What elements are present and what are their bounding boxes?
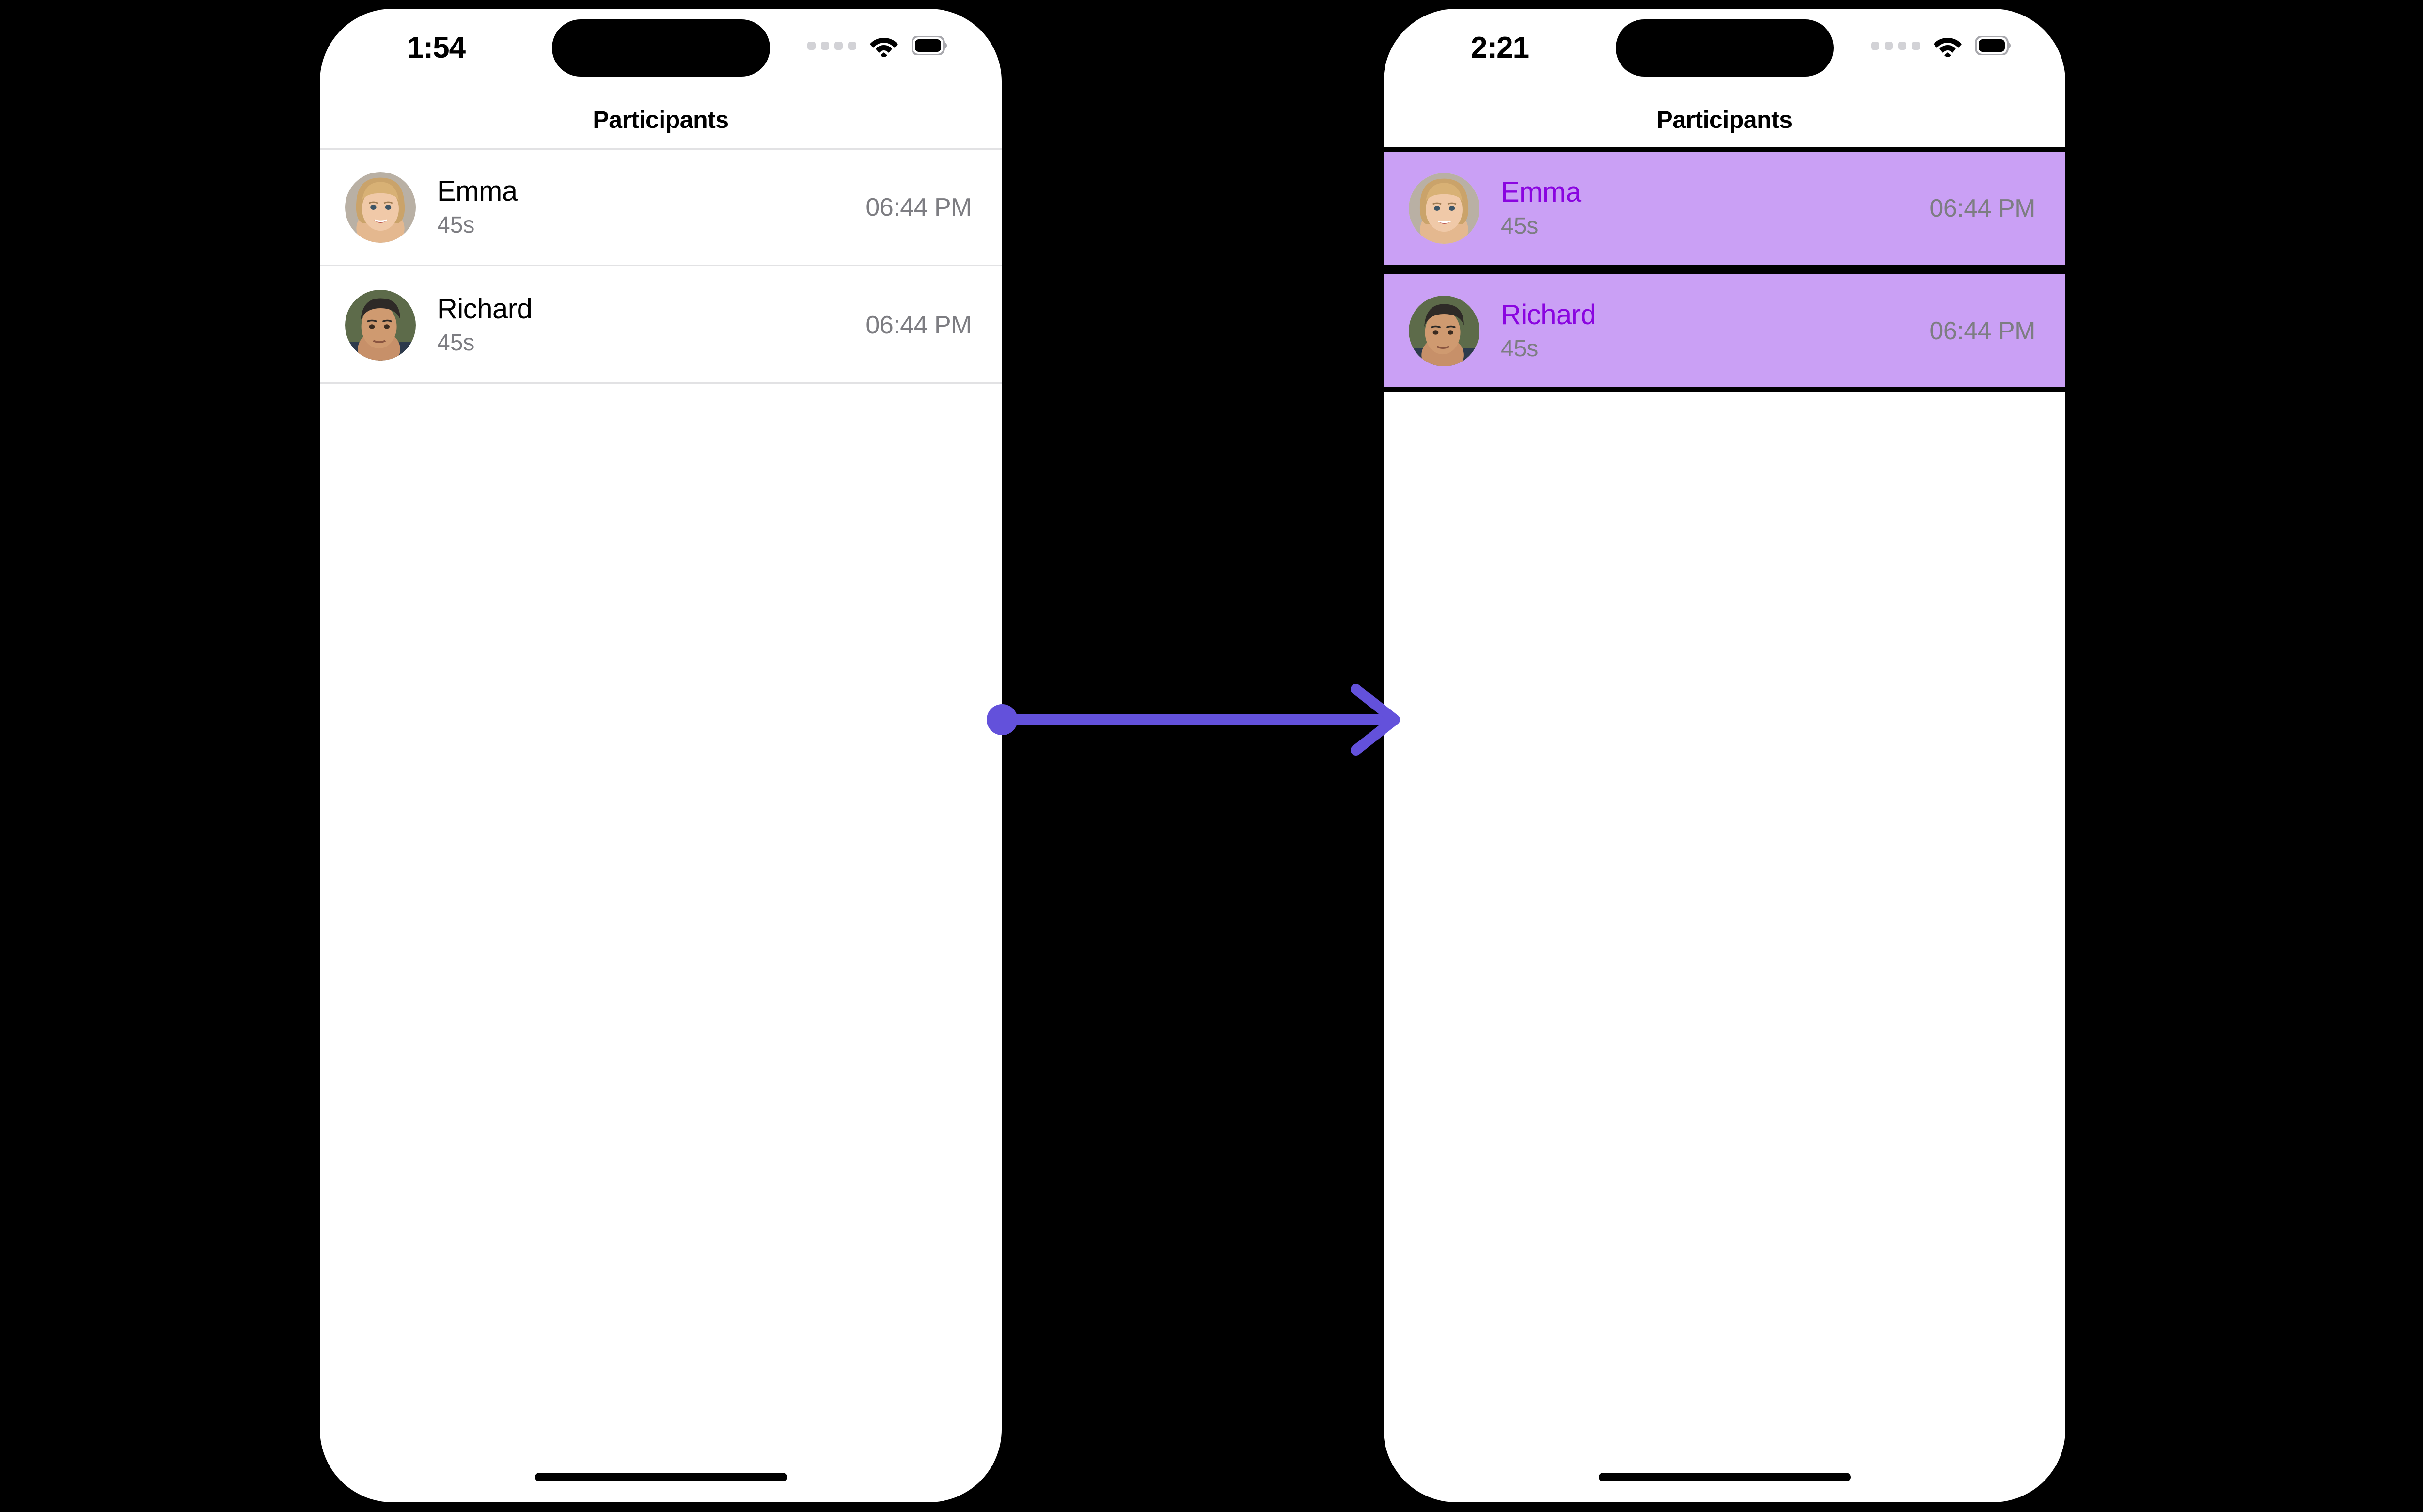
dynamic-island (1615, 19, 1834, 77)
participant-duration: 45s (437, 212, 475, 238)
dynamic-island (551, 19, 770, 77)
phone-before: 1:54 (320, 9, 1002, 1502)
status-bar-time: 2:21 (1471, 31, 1529, 64)
participant-name: Emma (437, 175, 518, 207)
wifi-icon (1933, 34, 1963, 57)
page-title: Participants (593, 106, 729, 133)
participant-info: Emma 45s (437, 175, 865, 238)
phone-after: 2:21 (1384, 9, 2065, 1502)
status-bar-after: 2:21 (1384, 9, 2065, 91)
participant-duration: 45s (1501, 335, 1539, 362)
status-bar-before: 1:54 (320, 9, 1002, 91)
status-bar-indicators (807, 34, 948, 57)
page-title: Participants (1656, 106, 1793, 133)
transition-arrow-annotation (979, 674, 1415, 771)
participant-name: Emma (1501, 176, 1581, 208)
participants-list-after: Emma 45s 06:44 PM (1384, 147, 2065, 392)
participant-row-emma[interactable]: Emma 45s 06:44 PM (320, 148, 1002, 266)
avatar-richard (1409, 295, 1479, 366)
wifi-icon (869, 34, 899, 57)
avatar-emma (1409, 173, 1479, 244)
battery-full-icon (1975, 36, 2012, 55)
home-indicator (535, 1473, 787, 1481)
signal-dots-icon (1871, 41, 1920, 50)
participant-info: Richard 45s (1501, 300, 1929, 361)
participant-timestamp: 06:44 PM (1929, 316, 2035, 345)
participant-timestamp: 06:44 PM (1929, 194, 2035, 222)
status-bar-indicators (1871, 34, 2012, 57)
participant-row-richard-selected[interactable]: Richard 45s 06:44 PM (1384, 269, 2065, 392)
participant-name: Richard (1501, 299, 1596, 331)
participants-list-before: Emma 45s 06:44 PM (320, 148, 1002, 384)
home-indicator (1598, 1473, 1851, 1481)
participant-row-emma-selected[interactable]: Emma 45s 06:44 PM (1384, 147, 2065, 269)
participant-duration: 45s (1501, 213, 1539, 239)
participant-name: Richard (437, 293, 533, 325)
participant-timestamp: 06:44 PM (865, 311, 972, 339)
nav-bar-after: Participants (1384, 91, 2065, 148)
nav-bar-before: Participants (320, 91, 1002, 148)
avatar-emma (345, 172, 416, 243)
participant-info: Emma 45s (1501, 176, 1929, 239)
avatar-richard (345, 289, 416, 361)
participant-row-richard[interactable]: Richard 45s 06:44 PM (320, 266, 1002, 384)
participant-timestamp: 06:44 PM (865, 193, 972, 221)
participant-duration: 45s (437, 330, 475, 356)
participant-info: Richard 45s (437, 293, 865, 356)
status-bar-time: 1:54 (407, 31, 466, 64)
signal-dots-icon (807, 41, 856, 50)
battery-full-icon (912, 36, 948, 55)
